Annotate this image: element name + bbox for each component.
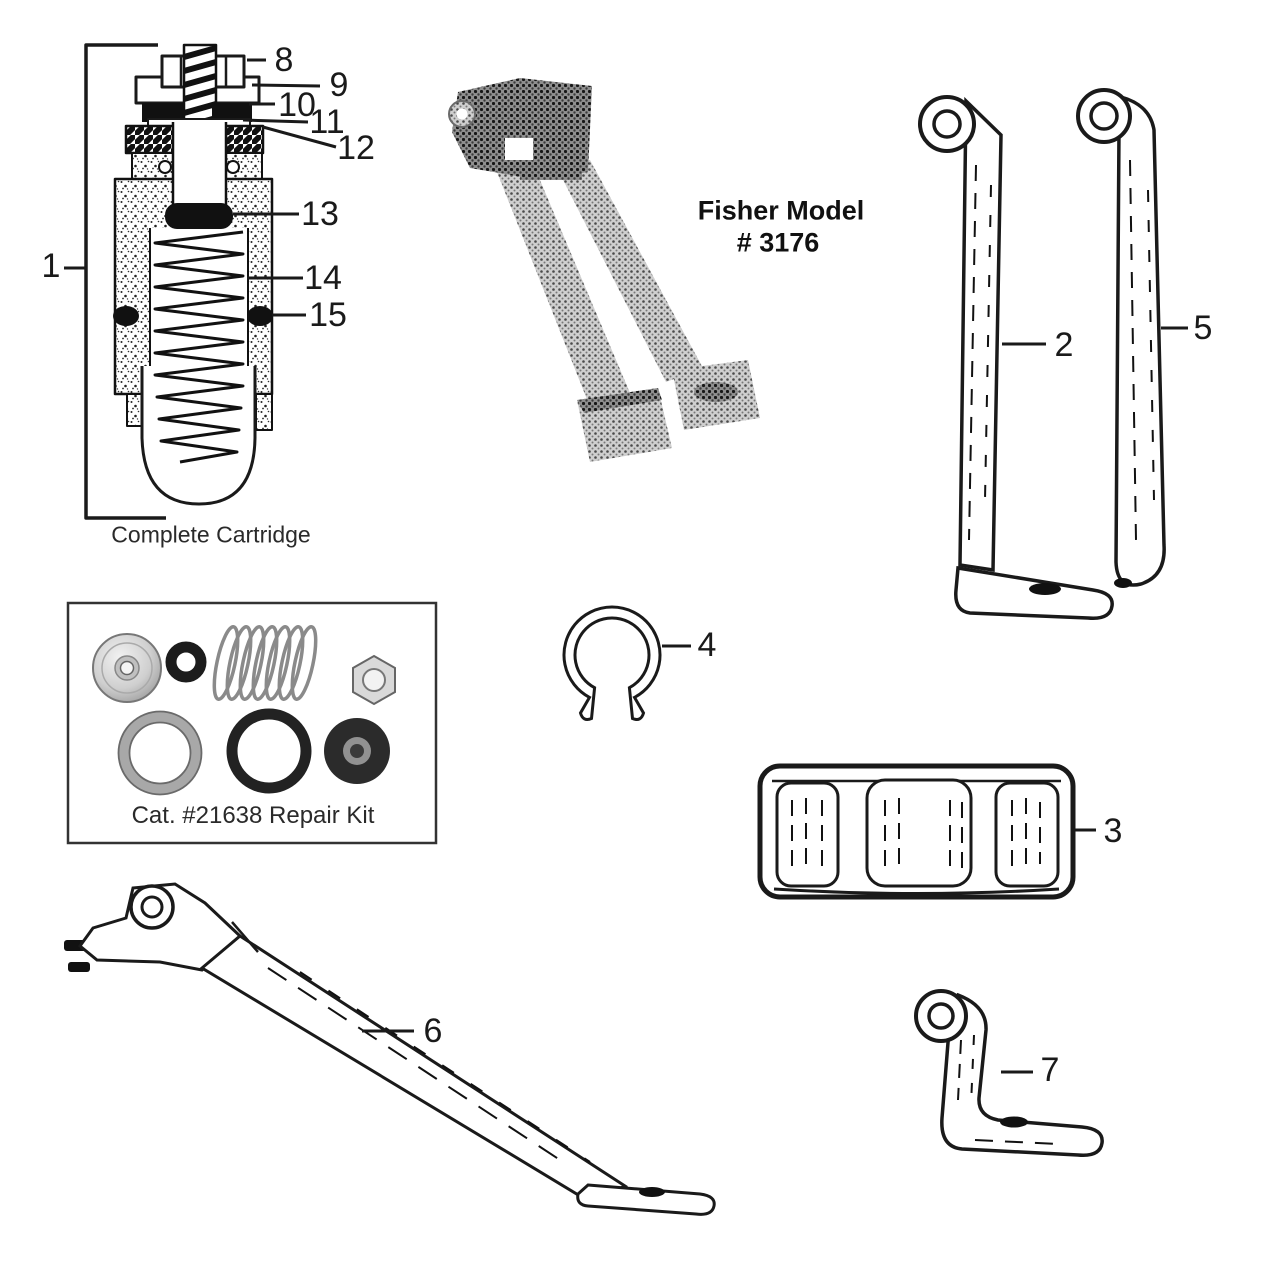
callout-label-1: 1 (41, 247, 61, 285)
pedal-pad-right-recess (694, 382, 738, 402)
spring-part14 (153, 230, 245, 464)
callout-label-6: 6 (423, 1012, 443, 1050)
lever2-eye-hole (932, 109, 962, 139)
pedal-pad-left-edge (577, 388, 662, 413)
kit-gasket-ring (117, 710, 203, 796)
lever-part7-drawing (914, 989, 1104, 1157)
lever-part2-drawing (918, 95, 1114, 620)
callout-label-5: 5 (1193, 309, 1213, 347)
bracket-part1 (84, 43, 166, 520)
lever5-rivet (1114, 578, 1132, 588)
disc-part13 (165, 203, 233, 229)
lever-part6-drawing (64, 882, 716, 1216)
seal-part10-right (212, 103, 252, 122)
snap-ring-part4-drawing (562, 605, 662, 721)
callout-label-3: 3 (1103, 812, 1123, 850)
bracket-crossbar (520, 166, 582, 180)
lever6-foot (576, 1183, 716, 1216)
seal-part10-left (142, 103, 184, 122)
lever7-rivet (1000, 1116, 1028, 1128)
repair-kit-caption: Cat. #21638 Repair Kit (131, 802, 375, 829)
model-name-line1: Fisher Model (697, 195, 865, 226)
callout-label-15: 15 (309, 296, 347, 334)
lower-wall-right (255, 393, 273, 431)
pedal-assembly-photo (448, 78, 760, 462)
kit-large-oring (226, 708, 312, 794)
callout-label-8: 8 (274, 41, 294, 79)
callout-label-12: 12 (337, 129, 375, 167)
knob-panel-left (775, 781, 840, 888)
oring-part15-left (113, 306, 139, 326)
bonnet-part12 (124, 124, 265, 155)
callout-label-2: 2 (1054, 326, 1074, 364)
lever6-rivet (639, 1187, 665, 1197)
lever6-arm (199, 934, 629, 1204)
pedal-bracket (452, 78, 592, 180)
stem-channel (171, 122, 228, 208)
pedal-leg-left (497, 166, 630, 407)
oring-part15-right (247, 306, 273, 326)
lever7-eye-hole (927, 1002, 955, 1030)
lever2-rivet (1029, 583, 1061, 595)
pedal-leg-right (556, 160, 703, 382)
lever7-body (940, 992, 1104, 1157)
kit-spring (212, 625, 318, 701)
bracket-ear-hole (456, 108, 468, 120)
kit-small-oring (165, 641, 207, 683)
lever5-eye-hole (1089, 101, 1119, 131)
kit-grommet (324, 718, 390, 784)
callout-label-9: 9 (329, 66, 349, 104)
kit-hex-nut (352, 654, 396, 706)
repair-kit-box (66, 601, 438, 845)
lever6-nut (68, 962, 90, 972)
kit-disc-washer (92, 633, 162, 703)
lower-wall-left (126, 393, 143, 427)
callout-label-7: 7 (1040, 1051, 1060, 1089)
lever6-eye-hole (140, 895, 164, 919)
complete-cartridge-drawing (84, 43, 274, 520)
model-name-line2: # 3176 (736, 227, 820, 258)
knob-panel-center (865, 778, 973, 888)
cartridge-caption: Complete Cartridge (111, 521, 311, 548)
bracket-window (505, 138, 533, 160)
callout-label-4: 4 (697, 626, 717, 664)
lever-part5-drawing (1076, 88, 1166, 588)
callout-label-13: 13 (301, 195, 339, 233)
callout-label-10: 10 (278, 86, 316, 124)
knob-part3-drawing (757, 763, 1076, 900)
callout-label-11: 11 (309, 103, 345, 141)
callout-label-14: 14 (304, 259, 342, 297)
callout-leader-lines (64, 58, 1188, 1074)
